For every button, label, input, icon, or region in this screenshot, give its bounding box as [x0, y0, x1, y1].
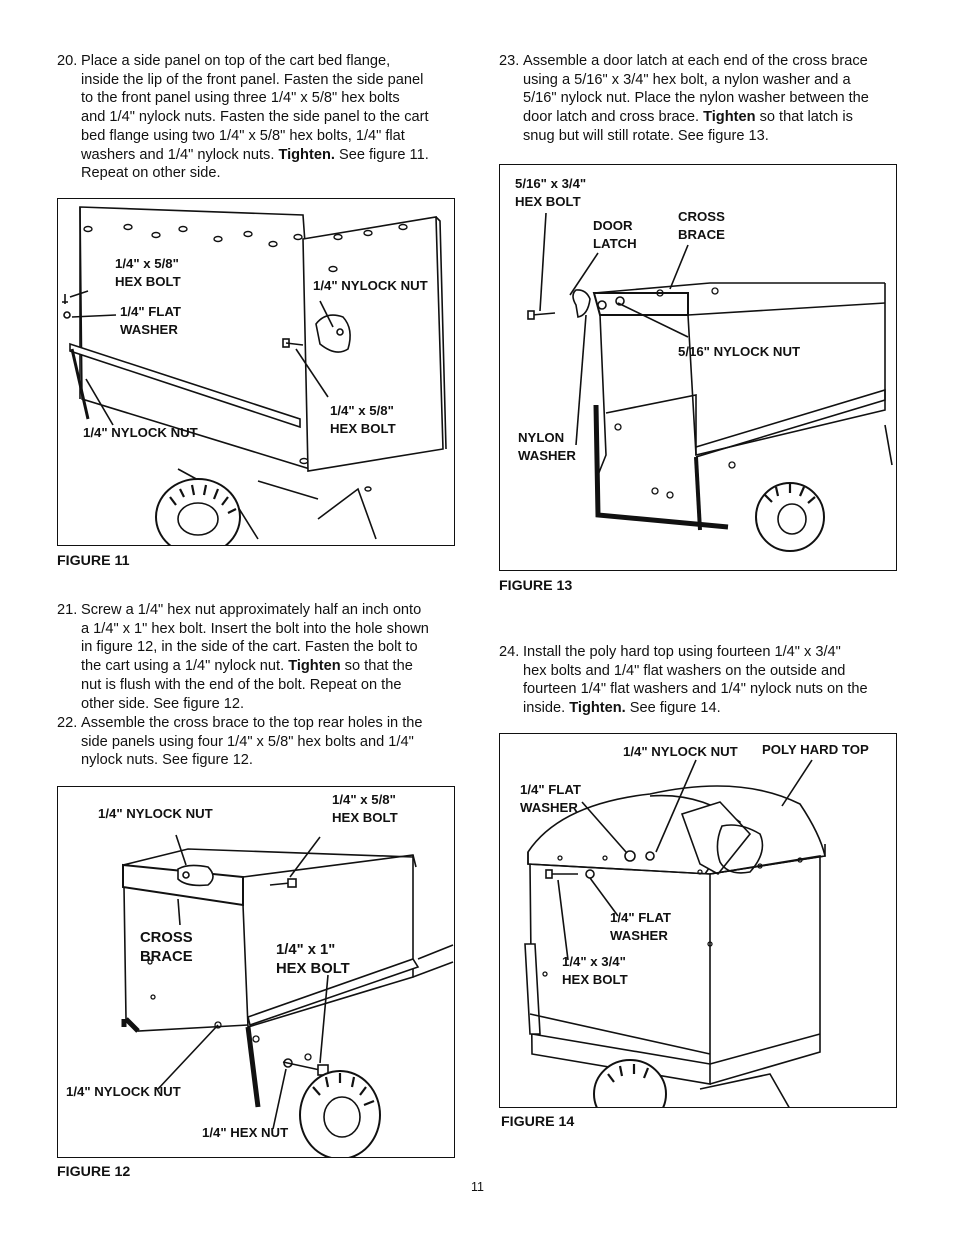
step-number: 21.: [57, 602, 78, 618]
step-21: 21. Screw a 1/4" hex nut approximately h…: [57, 601, 467, 713]
step-line: hex bolts and 1/4" flat washers on the o…: [523, 662, 846, 679]
step-line: in figure 12, in the side of the cart. F…: [81, 639, 418, 656]
step-line: Install the poly hard top using fourteen…: [523, 644, 841, 660]
step-24: 24. Install the poly hard top using four…: [499, 643, 899, 718]
label-poly-hard-top: POLY HARD TOP: [762, 742, 869, 757]
step-line: Repeat on other side.: [81, 165, 221, 182]
step-number: 22.: [57, 715, 78, 731]
label-nylock-nut: 1/4" NYLOCK NUT: [623, 744, 738, 759]
label-hex-nut: 1/4" HEX NUT: [202, 1125, 289, 1140]
step-line: nut is flush with the end of the bolt. R…: [81, 676, 402, 693]
step-line: and 1/4" nylock nuts. Fasten the side pa…: [81, 109, 429, 126]
figure-11-illustration: [62, 206, 447, 545]
step-number: 23.: [499, 53, 520, 69]
step-line: Assemble the cross brace to the top rear…: [81, 715, 423, 731]
tighten-emphasis: Tighten: [703, 109, 756, 126]
figure-14-caption: FIGURE 14: [501, 1114, 575, 1130]
step-line: bed flange using two 1/4" x 5/8" hex bol…: [81, 127, 405, 144]
step-20: 20. Place a side panel on top of the car…: [57, 52, 467, 183]
tighten-emphasis: Tighten: [288, 658, 341, 675]
figure-13-illustration: [527, 212, 893, 552]
step-number: 20.: [57, 53, 78, 69]
label-hex-bolt-1in: 1/4" x 1"HEX BOLT: [276, 942, 350, 977]
step-line: door latch and cross brace. Tighten so t…: [523, 109, 853, 126]
step-line: side panels using four 1/4" x 5/8" hex b…: [81, 733, 414, 750]
step-line: inside. Tighten. See figure 14.: [523, 700, 721, 717]
step-line: using a 5/16" x 3/4" hex bolt, a nylon w…: [523, 71, 851, 88]
figure-14-illustration: [524, 759, 826, 1107]
step-line: a 1/4" x 1" hex bolt. Insert the bolt in…: [81, 620, 429, 637]
label-nylock-nut: 5/16" NYLOCK NUT: [678, 344, 801, 359]
tighten-emphasis: Tighten.: [569, 700, 626, 717]
step-22: 22. Assemble the cross brace to the top …: [57, 714, 467, 770]
step-line: snug but will still rotate. See figure 1…: [523, 127, 769, 144]
label-nylock-nut-bottom: 1/4" NYLOCK NUT: [83, 425, 198, 440]
figure-12-caption: FIGURE 12: [57, 1164, 131, 1180]
step-line: washers and 1/4" nylock nuts. Tighten. S…: [81, 146, 429, 163]
step-line: Place a side panel on top of the cart be…: [81, 53, 391, 69]
page-number: 11: [471, 1180, 484, 1194]
step-line: Screw a 1/4" hex nut approximately half …: [81, 602, 422, 618]
step-number: 24.: [499, 644, 520, 660]
step-line: the cart using a 1/4" nylock nut. Tighte…: [81, 658, 413, 675]
step-line: Assemble a door latch at each end of the…: [523, 53, 868, 69]
label-nylock-nut-top: 1/4" NYLOCK NUT: [313, 278, 428, 293]
label-nylock-nut-top: 1/4" NYLOCK NUT: [98, 806, 213, 821]
tighten-emphasis: Tighten.: [278, 146, 335, 163]
label-hex-bolt: 5/16" x 3/4"HEX BOLT: [515, 176, 587, 209]
label-nylock-nut-bottom: 1/4" NYLOCK NUT: [66, 1084, 181, 1099]
step-line: nylock nuts. See figure 12.: [81, 752, 253, 769]
step-line: 5/16" nylock nut. Place the nylon washer…: [523, 90, 869, 107]
figure-12-illustration: [121, 834, 454, 1157]
step-line: other side. See figure 12.: [81, 695, 245, 712]
label-hex-bolt: 1/4" x 5/8"HEX BOLT: [115, 256, 181, 289]
step-line: inside the lip of the front panel. Faste…: [81, 71, 424, 88]
figure-13-caption: FIGURE 13: [499, 578, 573, 594]
label-hex-bolt: 1/4" x 3/4"HEX BOLT: [562, 954, 628, 987]
step-line: fourteen 1/4" flat washers and 1/4" nylo…: [523, 681, 868, 698]
label-hex-bolt: 1/4" x 5/8"HEX BOLT: [332, 792, 398, 825]
step-23: 23. Assemble a door latch at each end of…: [499, 52, 899, 146]
step-line: to the front panel using three 1/4" x 5/…: [81, 90, 400, 107]
figure-11-caption: FIGURE 11: [57, 553, 130, 569]
label-hex-bolt-side: 1/4" x 5/8"HEX BOLT: [330, 403, 396, 436]
figure-12-frame: 1/4" NYLOCK NUT 1/4" x 5/8"HEX BOLT CROS…: [57, 786, 455, 1158]
